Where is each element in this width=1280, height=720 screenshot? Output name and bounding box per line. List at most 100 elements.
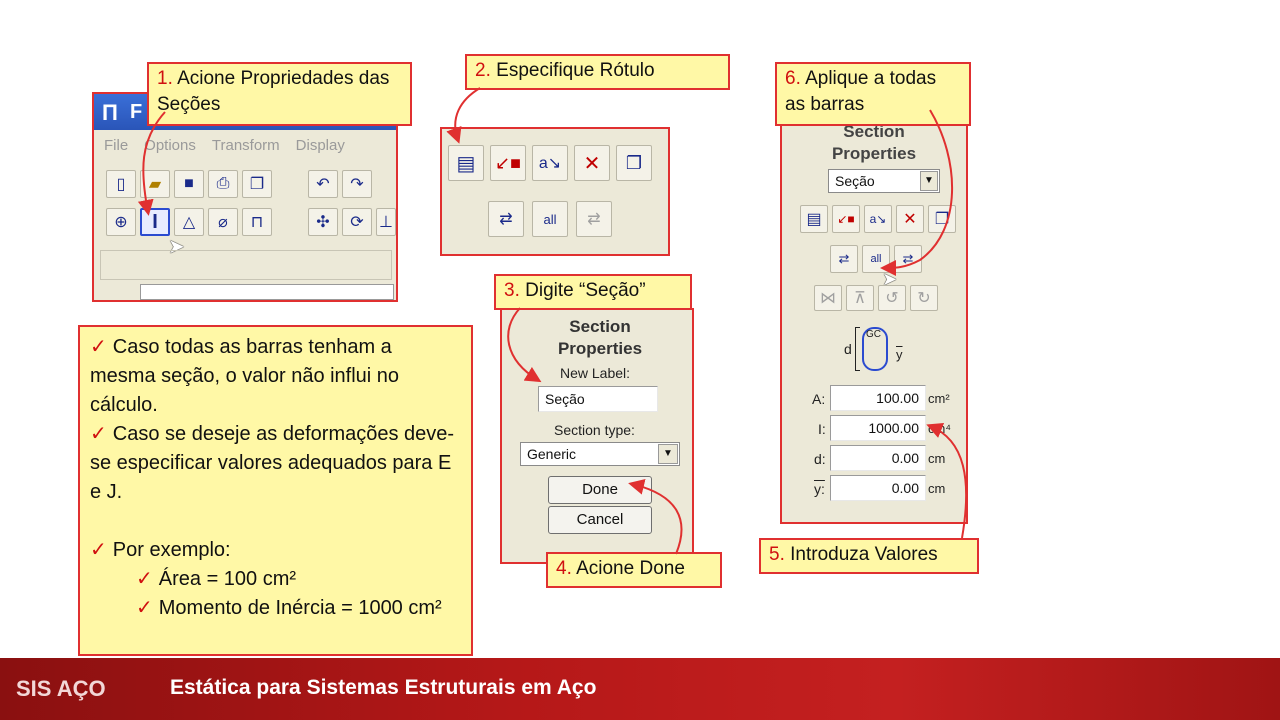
menu-transform[interactable]: Transform [211,136,280,154]
frame-icon[interactable]: ⊓ [242,208,272,236]
delete-label-icon[interactable]: ✕ [896,205,924,233]
section-properties-icon[interactable]: I [140,208,170,236]
callout-3: 3. Digite “Seção” [494,274,692,310]
document-icon[interactable]: ▤ [448,145,484,181]
rotate-ccw-icon: ↺ [878,285,906,311]
apply-selected-icon[interactable]: ⇄ [830,245,858,273]
redo-icon[interactable]: ↷ [342,170,372,198]
done-button[interactable]: Done [548,476,652,504]
diagram-d-label: d [844,341,852,357]
explanation-note: ✓Caso todas as barras tenham a mesma seç… [78,325,473,656]
chevron-down-icon[interactable]: ▼ [920,171,938,191]
moment-icon[interactable]: ⟳ [342,208,372,236]
save-label-icon[interactable]: ↙■ [832,205,860,233]
member-icon[interactable]: ⌀ [208,208,238,236]
callout-1-number: 1. [157,68,173,89]
copy-icon[interactable]: ❐ [242,170,272,198]
section-select[interactable]: Seção ▼ [828,169,940,193]
check-icon: ✓ [90,336,107,358]
apply-all-icon[interactable]: all [532,201,568,237]
cross-section-shape [862,327,888,371]
callout-3-number: 3. [504,280,520,301]
menu-file[interactable]: File [104,136,129,154]
note-text-4: Área = 100 cm² [158,568,297,590]
undo-icon[interactable]: ↶ [308,170,338,198]
section-properties-panel: Section Properties Seção ▼ ▤ ↙■ a↘ ✕ ❐ ⇄… [780,105,968,524]
note-item-3: ✓Por exemplo: [90,536,461,565]
mouse-cursor-icon: ➤ [168,236,185,258]
prop-unit-i: cm⁴ [928,421,951,436]
callout-4: 4. Acione Done [546,552,722,588]
section-select-value: Seção [835,173,875,189]
mirror-h-icon: ⋈ [814,285,842,311]
callout-4-number: 4. [556,558,572,579]
check-icon: ✓ [136,568,153,590]
rename-label-icon[interactable]: a↘ [532,145,568,181]
prop-input-a[interactable]: 100.00 [830,385,926,411]
rename-label-icon[interactable]: a↘ [864,205,892,233]
section-type-value: Generic [527,446,577,462]
new-section-dialog: Section Properties New Label: Seção Sect… [500,308,694,564]
callout-2-text: Especifique Rótulo [496,60,655,81]
chevron-down-icon[interactable]: ▼ [658,444,678,464]
prop-input-d[interactable]: 0.00 [830,445,926,471]
callout-6-number: 6. [785,68,801,89]
callout-6: 6. Aplique a todas as barras [775,62,971,126]
note-item-1: ✓Caso todas as barras tenham a mesma seç… [90,333,461,420]
load-icon[interactable]: ✣ [308,208,338,236]
callout-6-text: Aplique a todas as barras [785,68,937,115]
rotate-cw-icon: ↻ [910,285,938,311]
note-text-2: Caso se deseje as deformações deve-se es… [90,423,455,503]
apply-range-icon[interactable]: ⇄ [894,245,922,273]
save-label-icon[interactable]: ↙■ [490,145,526,181]
diagram-bracket [855,327,860,371]
callout-3-text: Digite “Seção” [525,280,646,301]
copy-label-icon[interactable]: ❐ [928,205,956,233]
label-buttons-panel: ▤ ↙■ a↘ ✕ ❐ ⇄ all ⇄ [440,127,670,256]
callout-1: 1. Acione Propriedades das Seções [147,62,412,126]
prop-unit-y: cm [928,481,946,496]
results-icon[interactable]: ⊥ [376,208,396,236]
menu-display[interactable]: Display [295,136,345,154]
cancel-button[interactable]: Cancel [548,506,652,534]
status-field [140,284,394,300]
document-icon[interactable]: ▤ [800,205,828,233]
new-file-icon[interactable]: ▯ [106,170,136,198]
callout-4-text: Acione Done [576,558,685,579]
delete-label-icon[interactable]: ✕ [574,145,610,181]
new-label-input[interactable]: Seção [538,386,658,412]
prop-input-y[interactable]: 0.00 [830,475,926,501]
diagram-y-label: y [896,347,903,362]
note-text-5: Momento de Inércia = 1000 cm² [158,597,442,619]
mirror-v-icon: ⊼ [846,285,874,311]
footer-bar: SIS AÇO Estática para Sistemas Estrutura… [0,658,1280,720]
section-type-caption: Section type: [554,422,635,438]
open-folder-icon[interactable]: ▰ [140,170,170,198]
prop-label-d: d: [814,451,826,467]
footer-title: Estática para Sistemas Estruturais em Aç… [170,676,597,699]
new-label-caption: New Label: [560,365,631,381]
prop-label-a: A: [812,391,826,407]
print-icon[interactable]: ⎙ [208,170,238,198]
check-icon: ✓ [90,423,107,445]
note-item-4: ✓Área = 100 cm² [90,565,461,594]
callout-5: 5. Introduza Valores [759,538,979,574]
prop-unit-d: cm [928,451,946,466]
prop-input-i[interactable]: 1000.00 [830,415,926,441]
prop-unit-a: cm² [928,391,950,406]
app-logo-icon: Π [102,100,118,125]
footer-brand: SIS AÇO [16,676,106,701]
apply-disabled-icon: ⇄ [576,201,612,237]
prop-label-i: I: [818,421,826,437]
support-icon[interactable]: △ [174,208,204,236]
workspace-area [100,250,392,280]
save-icon[interactable]: ■ [174,170,204,198]
copy-label-icon[interactable]: ❐ [616,145,652,181]
apply-selected-icon[interactable]: ⇄ [488,201,524,237]
section-type-select[interactable]: Generic ▼ [520,442,680,466]
menu-options[interactable]: Options [144,136,196,154]
window-title: F [130,101,143,123]
nodes-icon[interactable]: ⊕ [106,208,136,236]
callout-5-text: Introduza Valores [790,544,938,565]
